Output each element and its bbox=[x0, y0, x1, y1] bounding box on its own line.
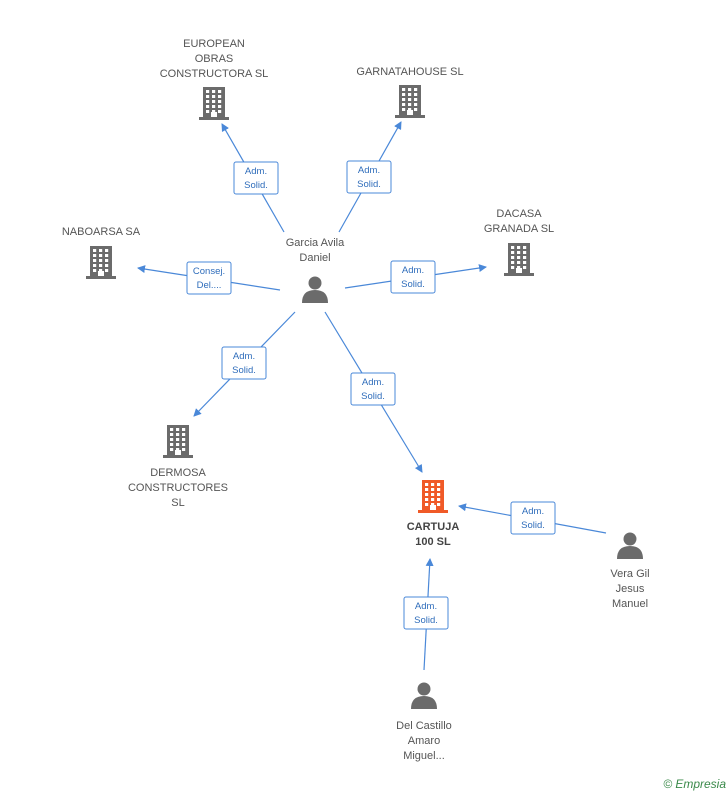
edge-castillo-cartuja: Adm. Solid. bbox=[403, 558, 449, 671]
brand-name: Empresia bbox=[675, 777, 726, 791]
edge-vera-cartuja: Adm. Solid. bbox=[458, 501, 607, 535]
building-icon bbox=[504, 243, 534, 276]
edge-garcia-garnata: Adm. Solid. bbox=[338, 121, 402, 233]
edge-label-box[interactable] bbox=[390, 260, 436, 294]
building-icon bbox=[395, 85, 425, 118]
edge-label-text: Adm. bbox=[522, 506, 544, 517]
edge-label-text: Adm. bbox=[402, 265, 424, 276]
node-dermosa[interactable]: DERMOSA CONSTRUCTORES SL bbox=[128, 425, 228, 509]
building-icon bbox=[199, 87, 229, 120]
edge-garcia-naboarsa: Consej. Del.... bbox=[137, 261, 281, 295]
node-naboarsa[interactable]: NABOARSA SA bbox=[62, 226, 141, 279]
edge-label-text: Solid. bbox=[521, 520, 545, 531]
node-dacasa[interactable]: DACASA GRANADA SL bbox=[484, 208, 554, 276]
node-label: Garcia Avila bbox=[286, 237, 345, 249]
edge-label-text: Solid. bbox=[357, 179, 381, 190]
building-icon bbox=[418, 480, 448, 513]
node-castillo[interactable]: Del CastilloAmaroMiguel... bbox=[396, 682, 452, 763]
node-european[interactable]: EUROPEAN OBRAS CONSTRUCTORA SL bbox=[160, 38, 269, 120]
person-icon bbox=[617, 532, 643, 559]
edge-label-box[interactable] bbox=[233, 161, 279, 195]
node-label: DERMOSA bbox=[150, 467, 206, 479]
edge-garcia-european: Adm. Solid. bbox=[221, 123, 285, 233]
node-label: EUROPEAN bbox=[183, 38, 245, 50]
edge-label-text: Solid. bbox=[232, 365, 256, 376]
node-label: Vera Gil bbox=[610, 568, 649, 580]
node-label: GRANADA SL bbox=[484, 223, 554, 235]
watermark: ©Empresia bbox=[663, 777, 726, 791]
building-icon bbox=[163, 425, 193, 458]
edge-label-box[interactable] bbox=[510, 501, 556, 535]
node-garnata[interactable]: GARNATAHOUSE SL bbox=[356, 66, 464, 118]
edge-label-text: Adm. bbox=[362, 377, 384, 388]
edge-garcia-cartuja: Adm. Solid. bbox=[324, 311, 423, 473]
edge-label-text: Adm. bbox=[233, 351, 255, 362]
node-label: OBRAS bbox=[195, 53, 234, 65]
node-label: 100 SL bbox=[415, 536, 451, 548]
person-icon bbox=[411, 682, 437, 709]
edge-label-text: Adm. bbox=[358, 165, 380, 176]
edge-label-text: Solid. bbox=[414, 615, 438, 626]
edge-label-text: Adm. bbox=[245, 166, 267, 177]
edge-label-text: Solid. bbox=[244, 180, 268, 191]
node-cartuja[interactable]: CARTUJA 100 SL bbox=[407, 480, 460, 548]
node-label: CONSTRUCTORA SL bbox=[160, 68, 269, 80]
edge-label-box[interactable] bbox=[350, 372, 396, 406]
edge-garcia-dacasa: Adm. Solid. bbox=[344, 260, 487, 294]
edge-label-text: Consej. bbox=[193, 266, 225, 277]
edge-label-text: Del.... bbox=[197, 280, 222, 291]
person-icon bbox=[302, 276, 328, 303]
copyright-icon: © bbox=[663, 777, 673, 791]
node-label: DACASA bbox=[496, 208, 542, 220]
nodes-layer: EUROPEAN OBRAS CONSTRUCTORA SL GARNATAHOUSE… bbox=[62, 38, 650, 762]
node-label: Miguel... bbox=[403, 750, 445, 762]
node-label: Del Castillo bbox=[396, 720, 452, 732]
edge-label-box[interactable] bbox=[186, 261, 232, 295]
edge-label-box[interactable] bbox=[403, 596, 449, 630]
node-label: CONSTRUCTORES bbox=[128, 482, 228, 494]
node-label: Manuel bbox=[612, 598, 648, 610]
node-label: CARTUJA bbox=[407, 521, 460, 533]
edge-label-text: Adm. bbox=[415, 601, 437, 612]
node-label: NABOARSA SA bbox=[62, 226, 141, 238]
edge-label-box[interactable] bbox=[346, 160, 392, 194]
node-label: SL bbox=[171, 497, 184, 509]
edges-layer: Adm. Solid. Adm. Solid. Consej. Del.... Adm. So… bbox=[137, 121, 607, 671]
node-label: Jesus bbox=[616, 583, 645, 595]
node-label: Daniel bbox=[299, 252, 330, 264]
edge-garcia-dermosa: Adm. Solid. bbox=[193, 311, 296, 417]
building-icon bbox=[86, 246, 116, 279]
edge-label-text: Solid. bbox=[361, 391, 385, 402]
node-label: Amaro bbox=[408, 735, 440, 747]
edge-label-box[interactable] bbox=[221, 346, 267, 380]
edge-label-text: Solid. bbox=[401, 279, 425, 290]
node-label: GARNATAHOUSE SL bbox=[356, 66, 463, 78]
